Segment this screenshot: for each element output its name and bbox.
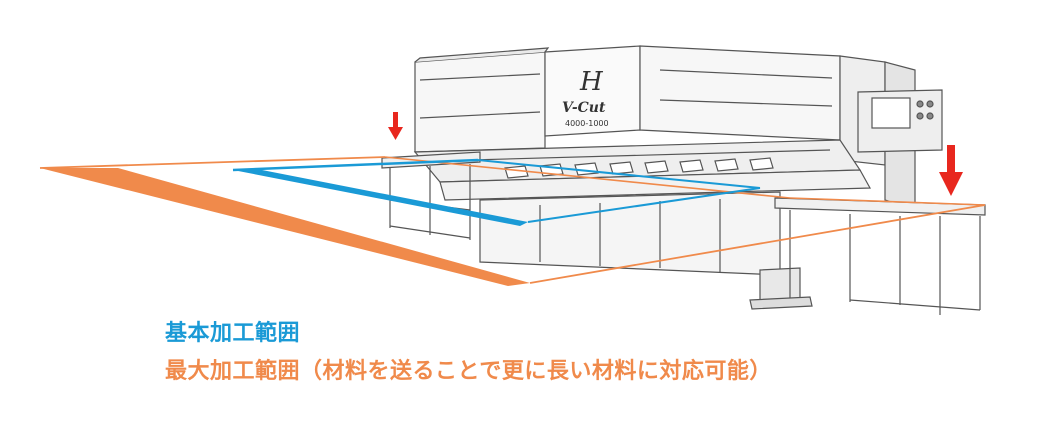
legend-basic-range: 基本加工範囲 <box>165 321 301 346</box>
brand-logo: H V-Cut 4000-1000 <box>562 67 609 128</box>
basic-range-back-edge <box>232 158 479 172</box>
logo-model: 4000-1000 <box>565 119 609 128</box>
left-feed-arrow-icon <box>388 112 403 140</box>
logo-emblem: H <box>579 67 604 97</box>
legend-max-range: 最大加工範囲（材料を送ることで更に長い材料に対応可能） <box>165 359 772 384</box>
max-range-front-band <box>40 168 530 286</box>
max-range-right-edge <box>529 204 986 284</box>
basic-range-right-edge <box>527 187 761 223</box>
basic-range-outline <box>232 158 761 226</box>
right-feed-arrow-icon <box>939 145 963 196</box>
basic-range-front-band <box>233 170 528 226</box>
max-range-outline <box>39 156 986 286</box>
logo-brand: V-Cut <box>562 100 606 116</box>
max-range-back-edge <box>39 156 386 169</box>
